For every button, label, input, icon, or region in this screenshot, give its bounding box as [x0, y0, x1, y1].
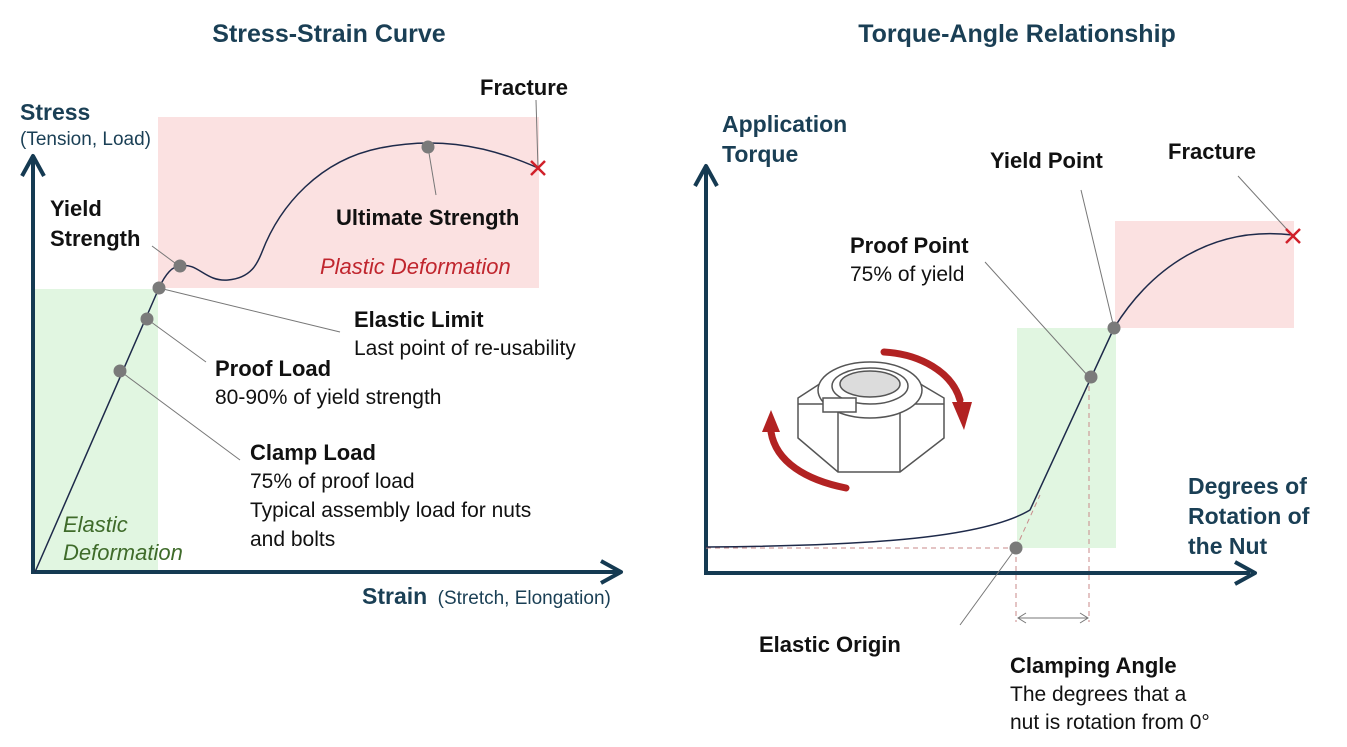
elastic-origin-marker: [1009, 541, 1023, 555]
clamp-load-point: [113, 364, 127, 378]
elastic-limit-desc: Last point of re-usability: [354, 337, 576, 360]
plastic-zone: [158, 117, 539, 288]
plastic-zone: [1115, 221, 1294, 328]
strain-axis-label: Strain (Stretch, Elongation): [362, 583, 611, 609]
proof-point-label: Proof Point: [850, 233, 969, 258]
elastic-limit-point: [152, 281, 166, 295]
x-arrow-icon: [1234, 560, 1257, 586]
torque-axis-label-1: Application: [722, 111, 847, 137]
fracture-label: Fracture: [480, 75, 568, 100]
ultimate-strength-point: [421, 140, 435, 154]
torque-angle-title: Torque-Angle Relationship: [858, 20, 1176, 48]
stress-strain-panel: Stress-Strain Curve Stress (Tension, Loa…: [20, 20, 623, 609]
torque-leader-lines: [959, 175, 1294, 626]
yield-point-label: Yield Point: [990, 148, 1104, 173]
clamp-load-desc-1: 75% of proof load: [250, 470, 415, 493]
stress-axis-label: Stress: [20, 99, 90, 125]
yield-strength-label-1: Yield: [50, 196, 102, 221]
torque-axis-label-2: Torque: [722, 141, 798, 167]
y-arrow-icon: [693, 164, 719, 187]
elastic-zone-label-2: Deformation: [63, 540, 183, 565]
clamping-guides: [706, 377, 1090, 622]
clamp-load-label: Clamp Load: [250, 440, 376, 465]
rotation-arrowhead-ccw-icon: [762, 410, 780, 432]
proof-load-label: Proof Load: [215, 356, 331, 381]
rotation-arrowhead-cw-icon: [952, 402, 972, 430]
fracture-x-icon: [1285, 228, 1301, 244]
clamping-angle-arrow-icon: [1017, 612, 1089, 624]
clamp-load-desc-3: and bolts: [250, 528, 335, 551]
rotation-arrows-icon: [767, 348, 964, 492]
elastic-zone: [1017, 328, 1116, 548]
fracture-label: Fracture: [1168, 139, 1256, 164]
proof-point-desc: 75% of yield: [850, 263, 964, 286]
elastic-zone-label-1: Elastic: [63, 512, 128, 537]
clamping-angle-label: Clamping Angle: [1010, 653, 1177, 678]
rotation-axis-label-3: the Nut: [1188, 533, 1268, 559]
yield-strength-point: [173, 259, 187, 273]
elastic-origin-label: Elastic Origin: [759, 632, 901, 657]
clamping-angle-desc-1: The degrees that a: [1010, 683, 1187, 706]
torque-axes: [693, 164, 1257, 586]
torque-angle-curve: [705, 232, 1294, 548]
plastic-zone-label: Plastic Deformation: [320, 254, 511, 279]
stress-leader-lines: [119, 99, 539, 461]
stress-axis-sublabel: (Tension, Load): [20, 129, 151, 150]
ultimate-strength-label: Ultimate Strength: [336, 205, 519, 230]
stress-axes: [20, 154, 623, 585]
proof-point-marker: [1084, 370, 1098, 384]
elastic-limit-label: Elastic Limit: [354, 307, 484, 332]
yield-strength-label-2: Strength: [50, 226, 140, 251]
proof-load-desc: 80-90% of yield strength: [215, 386, 441, 409]
fracture-x-icon: [530, 160, 546, 176]
yield-point-marker: [1107, 321, 1121, 335]
rotation-axis-label-2: Rotation of: [1188, 503, 1310, 529]
rotation-axis-label-1: Degrees of: [1188, 473, 1307, 499]
lock-nut-icon: [797, 361, 945, 473]
torque-angle-panel: Torque-Angle Relationship Application To…: [693, 20, 1310, 734]
y-arrow-icon: [20, 154, 46, 177]
clamping-angle-desc-2: nut is rotation from 0°: [1010, 711, 1210, 734]
proof-load-point: [140, 312, 154, 326]
stress-strain-title: Stress-Strain Curve: [212, 20, 446, 48]
clamp-load-desc-2: Typical assembly load for nuts: [250, 499, 531, 522]
x-arrow-icon: [600, 559, 623, 585]
